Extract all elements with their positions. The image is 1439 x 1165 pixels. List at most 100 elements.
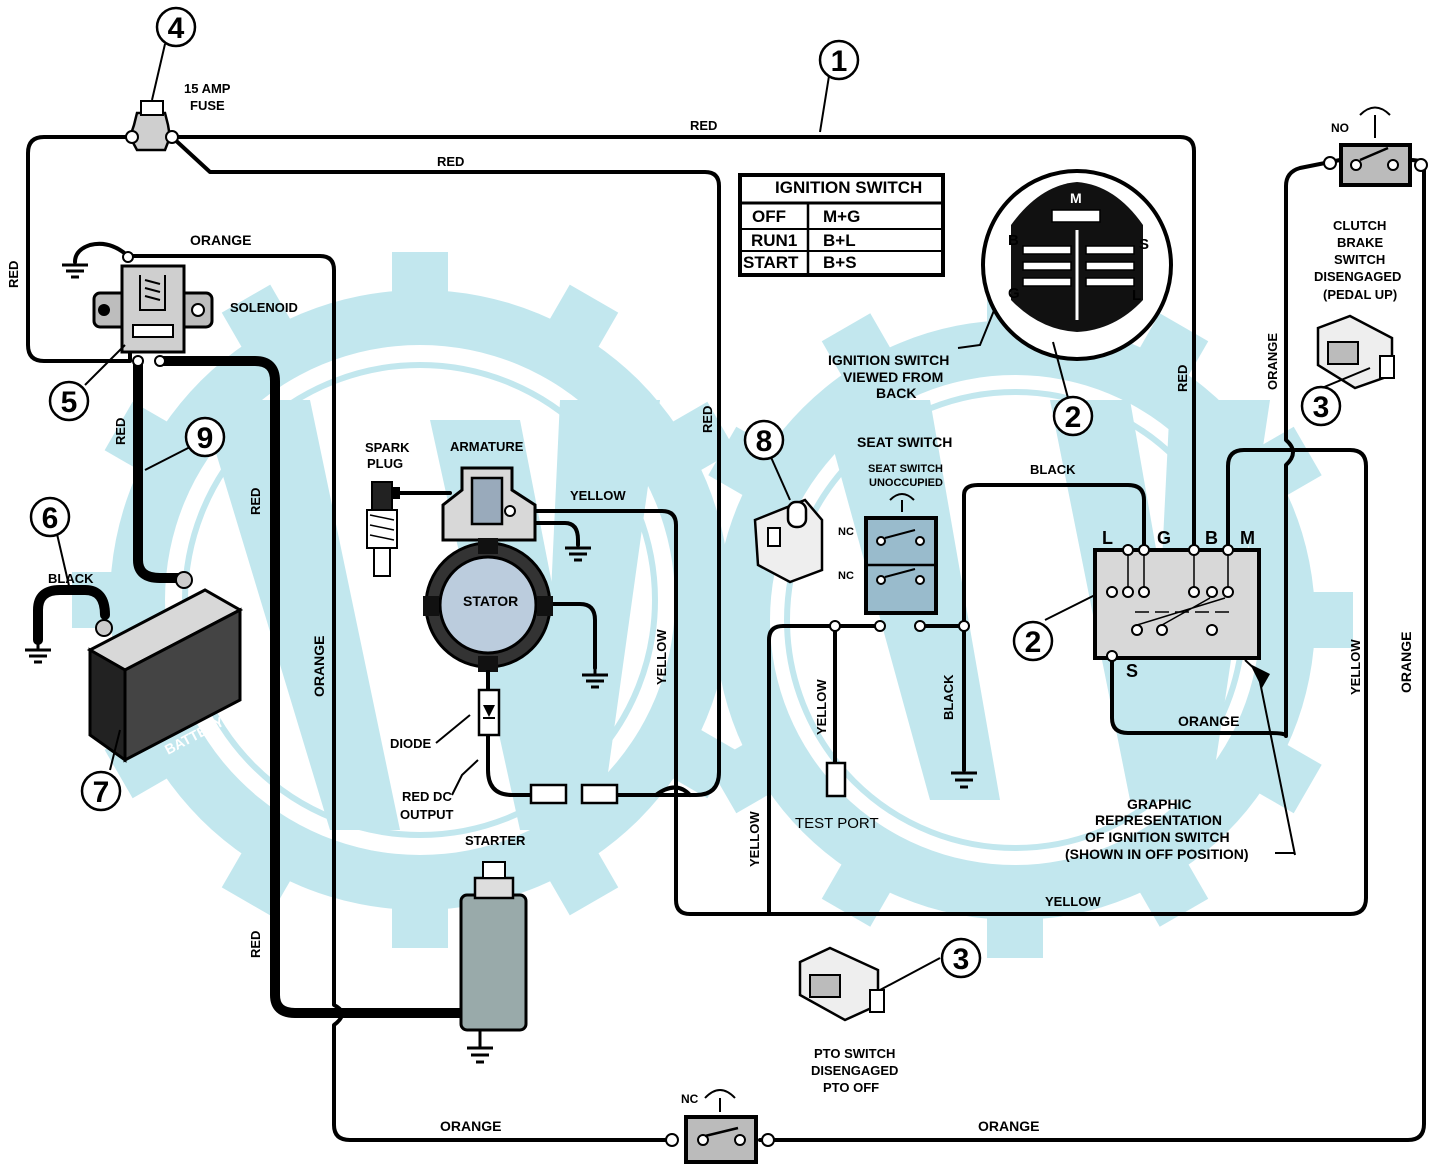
spark-label-2: PLUG xyxy=(367,456,403,471)
viewed-label-3: BACK xyxy=(876,385,916,401)
callout-7: 7 xyxy=(80,770,122,812)
red-battery-cable xyxy=(133,356,185,583)
callout-1: 1 xyxy=(818,39,860,81)
callout-2-graphic: 2 xyxy=(1012,620,1054,662)
diode-label: DIODE xyxy=(390,736,432,751)
starter-label: STARTER xyxy=(465,833,526,848)
svg-text:2: 2 xyxy=(1065,401,1082,434)
back-g: G xyxy=(1008,285,1020,302)
yellow-label-test: YELLOW xyxy=(814,679,829,735)
spark-plug xyxy=(366,481,400,577)
clutch-label-1: CLUTCH xyxy=(1333,218,1386,233)
stator xyxy=(423,538,553,672)
orange-label-bottom-right: ORANGE xyxy=(978,1118,1039,1134)
red-wire-top xyxy=(170,135,1196,552)
viewed-label-1: IGNITION SWITCH xyxy=(828,352,949,368)
svg-text:5: 5 xyxy=(61,386,78,419)
svg-text:4: 4 xyxy=(168,12,185,45)
watermark-gear-tooth xyxy=(677,592,727,648)
ign-row-off-conn: M+G xyxy=(823,207,860,226)
ground-symbols xyxy=(25,263,977,1064)
callout-2-back: 2 xyxy=(1052,395,1094,437)
seat-sub-2: UNOCCUPIED xyxy=(869,477,943,489)
black-battery-cable xyxy=(33,585,110,645)
ign-graphic-b: B xyxy=(1205,528,1218,548)
watermark-gear-tooth xyxy=(221,284,296,356)
orange-label-ign: ORANGE xyxy=(1178,713,1239,729)
connectors xyxy=(529,783,619,805)
yellow-label-right: YELLOW xyxy=(1348,639,1363,695)
black-label-batt: BLACK xyxy=(48,571,94,586)
battery xyxy=(86,571,244,763)
watermark-gear-tooth xyxy=(987,908,1043,958)
armature-ground xyxy=(520,521,580,547)
armature-label: ARMATURE xyxy=(450,439,524,454)
ign-row-run-pos: RUN1 xyxy=(751,231,797,250)
callout-3-clutch: 3 xyxy=(1300,385,1342,427)
nc-label-1: NC xyxy=(838,526,854,538)
back-s: S xyxy=(1139,236,1149,253)
clutch-switch-part xyxy=(1316,314,1395,390)
svg-text:2: 2 xyxy=(1025,626,1042,659)
red-label-right: RED xyxy=(1175,365,1190,392)
clutch-label-4: DISENGAGED xyxy=(1314,269,1401,284)
pto-switch xyxy=(665,1089,775,1164)
fuse-label-2: FUSE xyxy=(190,98,225,113)
no-label: NO xyxy=(1331,121,1349,135)
red-wire-second xyxy=(170,135,721,797)
red-starter-cable xyxy=(155,356,467,1018)
fuse xyxy=(125,100,179,152)
red-label-batt: RED xyxy=(113,418,128,445)
orange-label-clutch: ORANGE xyxy=(1265,333,1280,390)
red-label-top: RED xyxy=(690,118,717,133)
orange-label-bottom-left: ORANGE xyxy=(440,1118,501,1134)
armature xyxy=(441,466,537,542)
graphic-label-1: GRAPHIC xyxy=(1127,796,1192,812)
pto-label-3: PTO OFF xyxy=(823,1080,879,1095)
ign-row-start-conn: B+S xyxy=(823,253,857,272)
watermark-gear-tooth xyxy=(544,284,619,356)
svg-text:6: 6 xyxy=(42,502,59,535)
watermark-gear-tooth xyxy=(392,252,448,302)
graphic-label-4: (SHOWN IN OFF POSITION) xyxy=(1065,846,1249,862)
svg-text:1: 1 xyxy=(831,45,848,78)
yellow-wire-fuse-join xyxy=(654,785,692,797)
callout-6: 6 xyxy=(29,496,71,538)
test-port-label: TEST PORT xyxy=(795,815,879,832)
red-label-bottom: RED xyxy=(248,931,263,958)
ign-graphic-l: L xyxy=(1102,528,1113,548)
ign-table-title: IGNITION SWITCH xyxy=(775,178,922,197)
ignition-table xyxy=(738,173,945,277)
solenoid-label: SOLENOID xyxy=(230,300,298,315)
reddc-label-1: RED DC xyxy=(402,789,452,804)
watermark-gear-tooth xyxy=(821,855,896,927)
black-wire-seat xyxy=(918,483,1146,628)
svg-text:9: 9 xyxy=(197,422,214,455)
black-label-vert: BLACK xyxy=(941,674,956,720)
back-m: M xyxy=(1070,190,1082,206)
red-wire-left-loop xyxy=(26,135,134,363)
nc-bottom-label: NC xyxy=(681,1092,699,1106)
ignition-switch-back xyxy=(981,169,1173,361)
svg-text:3: 3 xyxy=(953,943,970,976)
yellow-wire-diode xyxy=(486,733,535,797)
clutch-label-2: BRAKE xyxy=(1337,235,1384,250)
callout-4: 4 xyxy=(155,6,197,48)
svg-text:8: 8 xyxy=(756,425,773,458)
ign-row-run-conn: B+L xyxy=(823,231,856,250)
yellow-wire-seat xyxy=(767,624,882,916)
watermark-gear-tooth xyxy=(1303,592,1353,648)
watermark-gear-tooth xyxy=(821,313,896,385)
pto-label-2: DISENGAGED xyxy=(811,1063,898,1078)
watermark-gear-tooth xyxy=(392,898,448,948)
red-label-left: RED xyxy=(6,261,21,288)
watermark-gear-tooth xyxy=(1134,855,1209,927)
callout-9: 9 xyxy=(184,416,226,458)
red-label-starter: RED xyxy=(248,488,263,515)
callout-3-pto: 3 xyxy=(940,937,982,979)
seat-sub-1: SEAT SWITCH xyxy=(868,463,943,475)
stator-ground xyxy=(548,602,597,670)
callout-8: 8 xyxy=(743,419,785,461)
clutch-label-5: (PEDAL UP) xyxy=(1323,287,1397,302)
